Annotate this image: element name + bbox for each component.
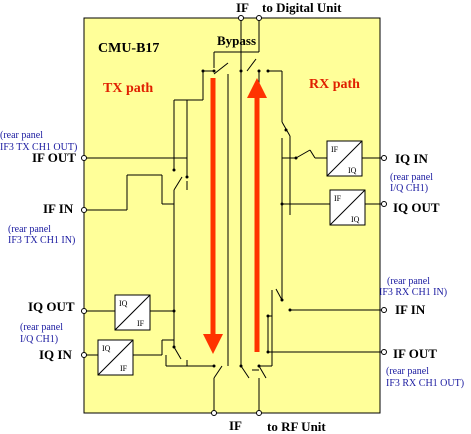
left-iq-in-note1: (rear panel <box>20 322 63 333</box>
top-if-label: IF <box>236 0 249 15</box>
left-if-in-label: IF IN <box>43 201 74 216</box>
right-iq-in-note1: (rear panel <box>390 172 433 183</box>
right-if-out-note1: (rear panel <box>386 366 429 377</box>
top-if-pin[interactable] <box>238 15 244 21</box>
rx-block-lower-top: IF <box>334 194 342 203</box>
right-iq-out-label: IQ OUT <box>393 200 440 215</box>
top-to-digital-label: to Digital Unit <box>262 0 342 15</box>
tx-block-lower-top: IQ <box>102 344 111 353</box>
left-if-in-note1: (rear panel <box>8 224 51 235</box>
rx-path-label: RX path <box>309 77 360 92</box>
right-if-in-note2: IF3 RX CH1 IN) <box>379 287 447 298</box>
bypass-label: Bypass <box>217 33 256 48</box>
left-iq-in-label: IQ IN <box>39 347 72 362</box>
left-iq-out-label: IQ OUT <box>28 299 75 314</box>
unit-name: CMU-B17 <box>98 41 159 56</box>
rx-block-upper-bottom: IQ <box>348 166 357 175</box>
left-if-out-note1: (rear panel <box>0 130 43 141</box>
tx-path-label: TX path <box>103 81 153 96</box>
right-if-out-pin[interactable] <box>381 349 387 355</box>
tx-block-upper-top: IQ <box>119 299 128 308</box>
bottom-if-pin[interactable] <box>211 410 217 416</box>
right-if-in-pin[interactable] <box>381 307 387 313</box>
right-if-out-note2: IF3 RX CH1 OUT) <box>386 378 464 389</box>
rx-direction-arrow <box>247 78 267 352</box>
bottom-to-rf-label: to RF Unit <box>267 419 326 434</box>
rx-block-upper-top: IF <box>331 145 339 154</box>
bottom-if-label: IF <box>229 418 242 433</box>
right-iq-in-pin[interactable] <box>381 155 387 161</box>
right-iq-in-note2: I/Q CH1) <box>390 183 428 194</box>
right-iq-in-label: IQ IN <box>395 151 428 166</box>
left-iq-out-pin[interactable] <box>81 308 87 314</box>
left-if-out-label: IF OUT <box>32 150 76 165</box>
right-if-out-label: IF OUT <box>393 346 437 361</box>
tx-block-upper-bottom: IF <box>137 319 145 328</box>
rx-block-lower-bottom: IQ <box>351 215 360 224</box>
left-if-out-note2: IF3 TX CH1 OUT) <box>0 142 77 153</box>
right-if-in-note1: (rear panel <box>387 276 430 287</box>
left-if-in-note2: IF3 TX CH1 IN) <box>8 235 75 246</box>
bottom-to-rf-pin[interactable] <box>256 410 262 416</box>
left-if-in-pin[interactable] <box>81 207 87 213</box>
tx-direction-arrow <box>203 78 223 354</box>
tx-block-lower-bottom: IF <box>120 364 128 373</box>
right-iq-out-pin[interactable] <box>381 201 387 207</box>
left-iq-in-pin[interactable] <box>81 352 87 358</box>
top-to-digital-pin[interactable] <box>256 15 262 21</box>
left-iq-in-note2: I/Q CH1) <box>20 334 58 345</box>
left-if-out-pin[interactable] <box>81 155 87 161</box>
right-if-in-label: IF IN <box>395 302 426 317</box>
